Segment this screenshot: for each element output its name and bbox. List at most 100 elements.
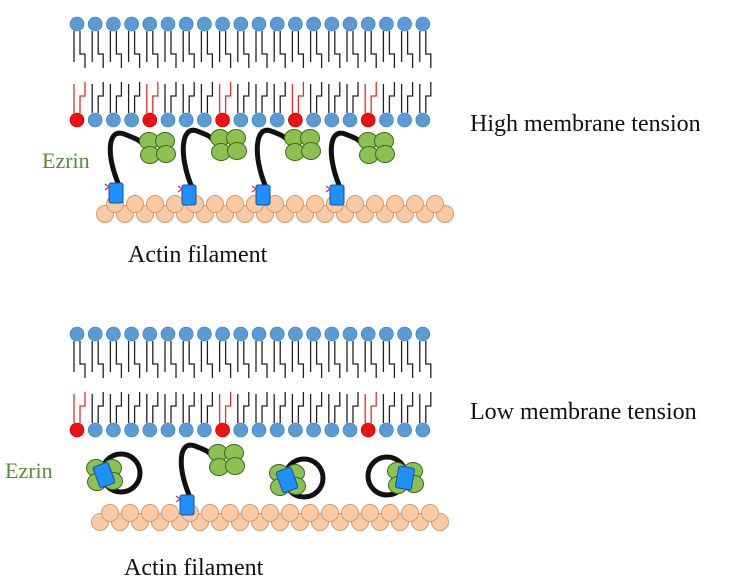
outer-lipid xyxy=(324,326,341,378)
ezrin-label-high: Ezrin xyxy=(42,148,90,173)
actin-monomer xyxy=(206,195,224,213)
pip2-tail xyxy=(364,82,377,113)
high-tension-label: High membrane tension xyxy=(470,111,701,137)
lipid-head xyxy=(379,326,394,342)
pip2-lipid xyxy=(142,82,159,128)
actin-monomer xyxy=(286,195,304,213)
outer-lipid xyxy=(360,16,377,68)
lipid-head xyxy=(360,326,376,342)
outer-lipid xyxy=(178,16,195,68)
ezrin-closed xyxy=(86,451,143,495)
outer-lipid xyxy=(160,326,177,378)
c-terminal-lobe xyxy=(225,457,245,475)
outer-lipid xyxy=(87,326,104,378)
lipid-tail xyxy=(73,341,86,378)
actin-filament-label-high: Actin filament xyxy=(128,242,268,268)
inner-lipid xyxy=(251,392,268,438)
outer-lipid xyxy=(215,16,232,68)
phospho-mark xyxy=(325,185,331,193)
lipid-head xyxy=(87,16,103,32)
inner-lipid xyxy=(379,392,396,438)
outer-lipid xyxy=(160,16,177,68)
inner-leaflet xyxy=(69,392,432,438)
outer-lipid xyxy=(106,16,123,68)
lipid-head xyxy=(360,16,376,32)
lipid-head xyxy=(397,16,412,32)
inner-lipid xyxy=(160,392,177,438)
lipid-head xyxy=(233,326,249,342)
lipid-head xyxy=(160,16,176,32)
lipid-tail xyxy=(200,341,214,378)
actin-monomer xyxy=(226,195,244,213)
outer-lipid xyxy=(197,326,214,378)
inner-lipid xyxy=(251,82,268,128)
ferm-domain xyxy=(179,494,195,516)
lipid-tail xyxy=(237,82,250,113)
pip2-tail xyxy=(364,392,377,423)
actin-monomer xyxy=(341,504,359,522)
pip2-lipid xyxy=(215,392,232,438)
outer-lipid xyxy=(106,326,123,378)
actin-monomer xyxy=(101,504,119,522)
lipid-tail xyxy=(273,392,286,423)
lipid-tail xyxy=(127,82,141,113)
lipid-head xyxy=(106,112,121,128)
lipid-tail xyxy=(328,31,341,68)
lipid-tail xyxy=(255,392,268,423)
c-terminal-lobe xyxy=(156,145,176,163)
lipid-head xyxy=(251,422,267,438)
lipid-head xyxy=(342,422,358,438)
outer-lipid xyxy=(87,16,104,68)
inner-lipid xyxy=(379,82,396,128)
lipid-head xyxy=(288,422,303,438)
outer-lipid xyxy=(288,326,305,378)
actin-filament-label-low: Actin filament xyxy=(124,555,264,581)
outer-lipid xyxy=(215,326,232,378)
lipid-head xyxy=(415,16,431,32)
lipid-head xyxy=(197,422,212,438)
actin-monomer xyxy=(261,504,279,522)
pip2-lipid xyxy=(69,392,86,438)
lipid-head xyxy=(87,112,103,128)
lipid-head xyxy=(379,422,394,438)
lipid-bilayer xyxy=(69,326,432,438)
lipid-head xyxy=(306,112,321,128)
lipid-tail xyxy=(109,82,123,113)
lipid-tail xyxy=(419,82,432,113)
phospho-mark xyxy=(251,185,257,193)
outer-lipid xyxy=(178,326,195,378)
ferm-domain xyxy=(275,466,299,494)
inner-lipid xyxy=(178,82,195,128)
inner-lipid xyxy=(306,82,323,128)
pip2-tail xyxy=(218,82,232,113)
c-terminal-lobe xyxy=(227,142,247,160)
inner-lipid xyxy=(106,82,123,128)
pip2-lipid xyxy=(69,82,86,128)
lipid-tail xyxy=(400,82,414,113)
ferm-domain xyxy=(108,182,124,204)
lipid-tail xyxy=(200,82,214,113)
pip2-lipid xyxy=(360,82,377,128)
lipid-head xyxy=(251,112,267,128)
lipid-tail xyxy=(309,82,323,113)
outer-lipid xyxy=(342,16,359,68)
actin-monomer xyxy=(201,504,219,522)
phospho-mark xyxy=(177,185,183,193)
lipid-head xyxy=(379,16,394,32)
lipid-head xyxy=(215,16,230,32)
lipid-head xyxy=(160,422,176,438)
actin-monomer xyxy=(221,504,239,522)
lipid-tail xyxy=(382,82,396,113)
actin-monomer xyxy=(346,195,364,213)
lipid-tail xyxy=(346,82,359,113)
outer-lipid xyxy=(69,326,86,378)
pip2-head xyxy=(288,112,303,128)
lipid-head xyxy=(197,326,212,342)
outer-lipid xyxy=(415,16,432,68)
ferm-domain xyxy=(395,465,415,491)
lipid-head xyxy=(233,422,249,438)
lipid-head xyxy=(197,112,212,128)
ezrin-closed xyxy=(365,454,424,498)
lipid-head xyxy=(69,326,85,342)
lipid-head xyxy=(233,16,249,32)
